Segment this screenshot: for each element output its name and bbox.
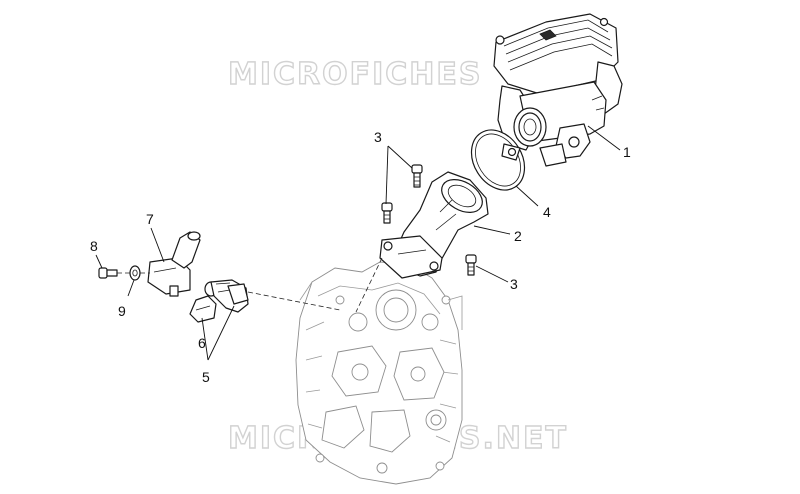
hose-clamp [470, 129, 526, 191]
throttle-body [493, 13, 623, 167]
bolt-lower [465, 254, 477, 276]
assembly-lines [117, 257, 383, 313]
callout-7: 7 [146, 211, 154, 227]
spring-clip [189, 295, 217, 323]
callout-4: 4 [543, 204, 551, 220]
bolt-middle [381, 202, 393, 224]
elbow-fitting [204, 279, 249, 313]
callout-6: 6 [198, 335, 206, 351]
bolt-upper [411, 164, 423, 188]
callout-1: 1 [623, 144, 631, 160]
washer [129, 265, 141, 281]
callout-2: 2 [514, 228, 522, 244]
callout-3-lower: 3 [510, 276, 518, 292]
callout-5: 5 [202, 369, 210, 385]
callout-3-upper: 3 [374, 129, 382, 145]
sensor-bracket [147, 231, 201, 297]
callout-9: 9 [118, 303, 126, 319]
cylinder-head [295, 261, 463, 485]
callout-8: 8 [90, 238, 98, 254]
intake-manifold [379, 171, 489, 279]
leader-lines [95, 125, 621, 361]
watermark-top: MICROFICHES [228, 57, 483, 92]
screw [98, 267, 118, 279]
